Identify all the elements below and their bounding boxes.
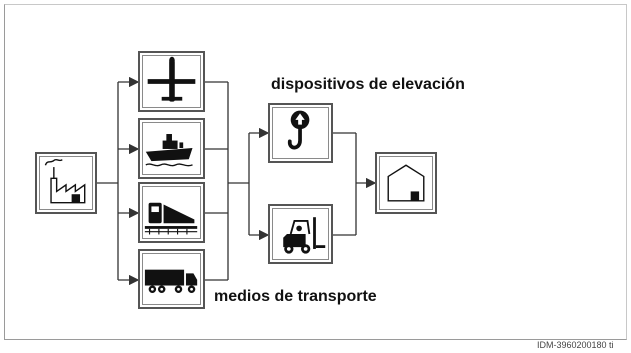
crane-hook-icon: [287, 110, 310, 150]
lifting-devices-label: dispositivos de elevación: [271, 76, 465, 93]
truck-node: [138, 249, 205, 309]
forklift-node: [268, 204, 333, 264]
ship-icon: [145, 134, 193, 167]
factory-node: [35, 152, 97, 214]
forklift-icon: [283, 217, 326, 254]
train-icon: [144, 202, 198, 235]
diagram-frame: [4, 4, 627, 340]
transport-means-label: medios de transporte: [214, 288, 377, 305]
airplane-node: [138, 51, 205, 112]
airplane-icon: [147, 56, 196, 102]
reference-code: IDM-3960200180 ti: [537, 340, 614, 350]
warehouse-icon: [387, 164, 425, 202]
warehouse-node: [375, 152, 437, 214]
ship-node: [138, 118, 205, 179]
crane-hook-node: [268, 103, 333, 163]
train-node: [138, 182, 205, 243]
factory-icon: [44, 158, 86, 204]
truck-icon: [144, 269, 198, 293]
